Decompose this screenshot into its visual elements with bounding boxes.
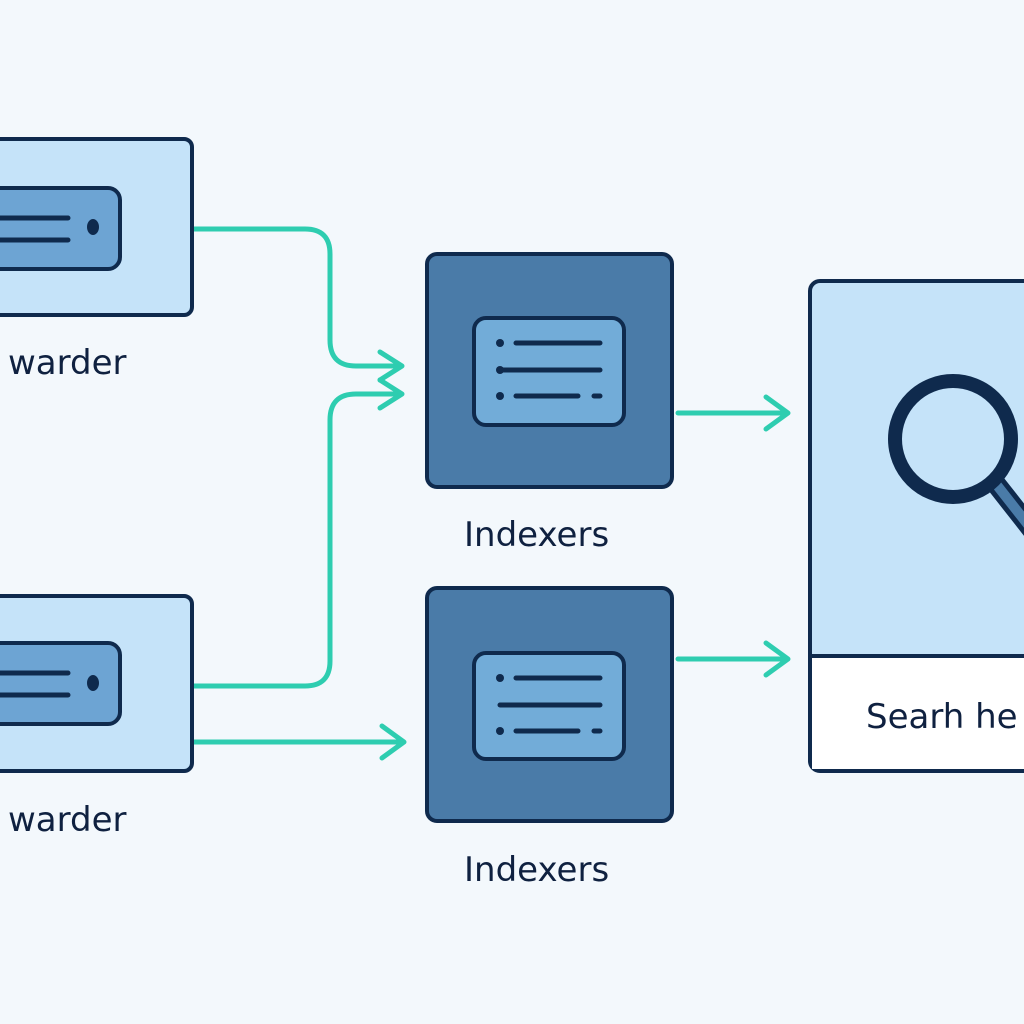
arrowhead-1 bbox=[377, 349, 405, 383]
magnifier-icon bbox=[888, 374, 1024, 536]
indexer-top-label: Indexers bbox=[464, 515, 610, 555]
indexer-top-node bbox=[425, 252, 674, 489]
forwarder-bottom-node bbox=[0, 594, 194, 773]
arrow-forwarder-bottom-to-indexer-top bbox=[191, 391, 403, 689]
search-head-label-area bbox=[812, 656, 1024, 769]
search-head-label: Searh he bbox=[866, 697, 1018, 737]
connectors bbox=[191, 226, 791, 761]
arrowhead-3 bbox=[379, 723, 407, 761]
server-list-icon bbox=[472, 651, 626, 761]
arrowhead-5 bbox=[763, 640, 791, 678]
server-icon bbox=[0, 641, 122, 726]
forwarder-top-label: warder bbox=[8, 343, 127, 383]
server-icon bbox=[0, 186, 122, 271]
forwarder-bottom-label: warder bbox=[8, 800, 127, 840]
arrowhead-2 bbox=[377, 377, 405, 411]
indexer-bottom-node bbox=[425, 586, 674, 823]
indexer-bottom-label: Indexers bbox=[464, 850, 610, 890]
arrow-forwarder-top-to-indexer-top bbox=[191, 226, 403, 369]
forwarder-top-node bbox=[0, 137, 194, 317]
arrowhead-4 bbox=[763, 394, 791, 432]
server-list-icon bbox=[472, 316, 626, 427]
search-head-node bbox=[808, 279, 1024, 773]
